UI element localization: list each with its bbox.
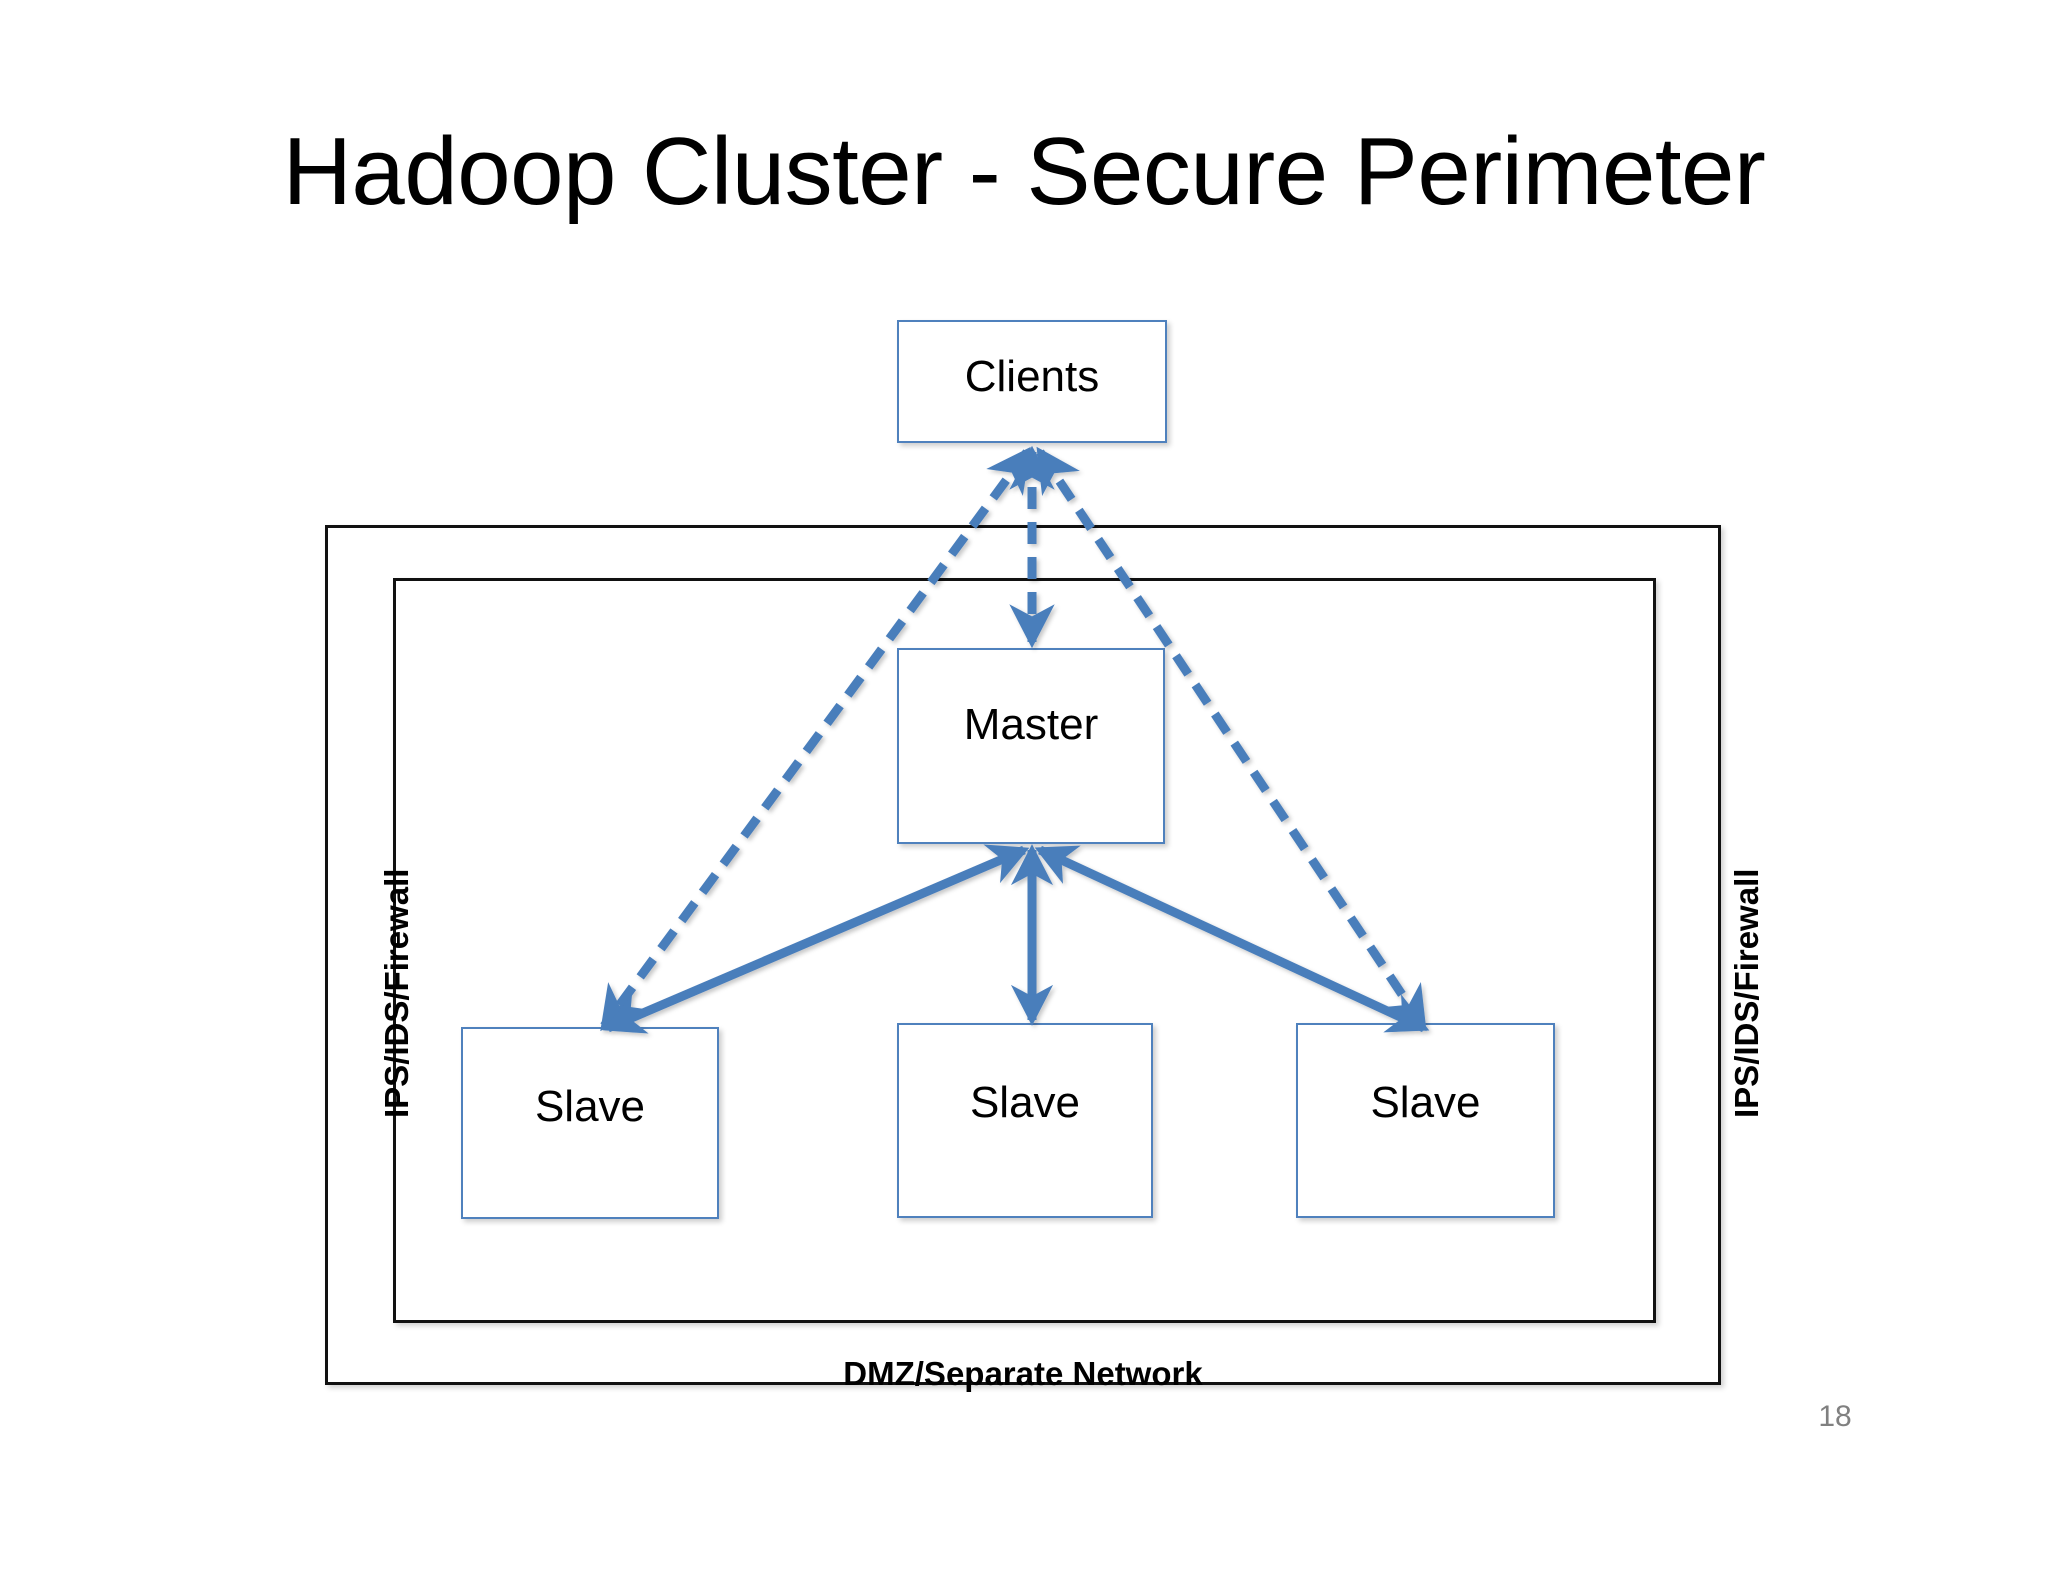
node-slave-2-label: Slave (969, 1078, 1081, 1127)
node-clients[interactable]: Clients (897, 320, 1167, 443)
node-master[interactable]: Master (897, 648, 1165, 844)
node-slave-1-label: Slave (534, 1082, 646, 1131)
node-master-label: Master (963, 700, 1099, 749)
page-title: Hadoop Cluster - Secure Perimeter (282, 118, 1766, 225)
dmz-network-label: DMZ/Separate Network (843, 1355, 1203, 1392)
node-slave-3[interactable]: Slave (1296, 1023, 1555, 1218)
page-number: 18 (1818, 1400, 1852, 1433)
node-slave-1[interactable]: Slave (461, 1027, 719, 1219)
node-slave-2[interactable]: Slave (897, 1023, 1153, 1218)
node-clients-label: Clients (964, 352, 1100, 401)
node-slave-3-label: Slave (1370, 1078, 1481, 1127)
firewall-label-right: IPS/IDS/Firewall (1728, 868, 1765, 1118)
firewall-label-left: IPS/IDS/Firewall (378, 868, 415, 1118)
